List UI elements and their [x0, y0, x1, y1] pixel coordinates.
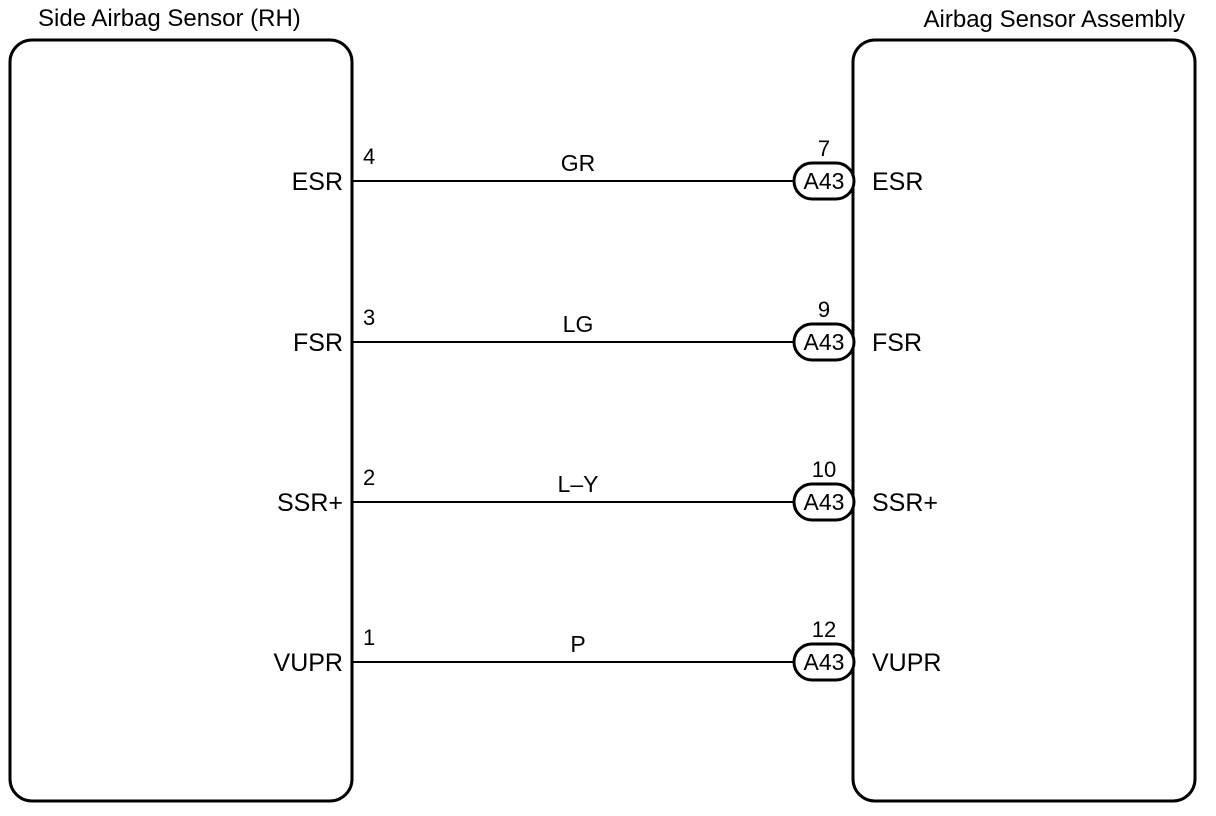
connector-capsule [792, 482, 856, 522]
right-pin-number: 10 [812, 457, 836, 482]
right-component-title: Airbag Sensor Assembly [924, 6, 1185, 33]
right-terminal-label: FSR [872, 329, 922, 357]
left-component-title: Side Airbag Sensor (RH) [38, 5, 301, 32]
left-terminal-label: FSR [293, 329, 343, 357]
left-pin-number: 4 [363, 144, 375, 169]
left-pin-number: 1 [363, 625, 375, 650]
left-terminal-label: SSR+ [277, 489, 343, 517]
right-pin-number: 9 [818, 297, 830, 322]
connector-capsule [792, 161, 856, 201]
right-pin-number: 7 [818, 136, 830, 161]
connector-id: A43 [804, 329, 845, 355]
connector-id: A43 [804, 649, 845, 675]
connector-capsule [792, 642, 856, 682]
left-pin-number: 2 [363, 465, 375, 490]
right-terminal-label: VUPR [872, 649, 941, 677]
right-pin-number: 12 [812, 617, 836, 642]
wire-color-label: L–Y [558, 471, 599, 497]
connector-id: A43 [804, 489, 845, 515]
connector-capsule [792, 322, 856, 362]
connector-id: A43 [804, 168, 845, 194]
left-component-box [8, 38, 354, 803]
left-terminal-label: VUPR [274, 649, 343, 677]
right-component-box [851, 38, 1197, 803]
right-terminal-label: ESR [872, 168, 923, 196]
wire-color-label: P [570, 631, 585, 657]
right-terminal-label: SSR+ [872, 489, 938, 517]
wire-color-label: LG [563, 311, 594, 337]
left-pin-number: 3 [363, 305, 375, 330]
left-terminal-label: ESR [292, 168, 343, 196]
wire-color-label: GR [561, 150, 596, 176]
